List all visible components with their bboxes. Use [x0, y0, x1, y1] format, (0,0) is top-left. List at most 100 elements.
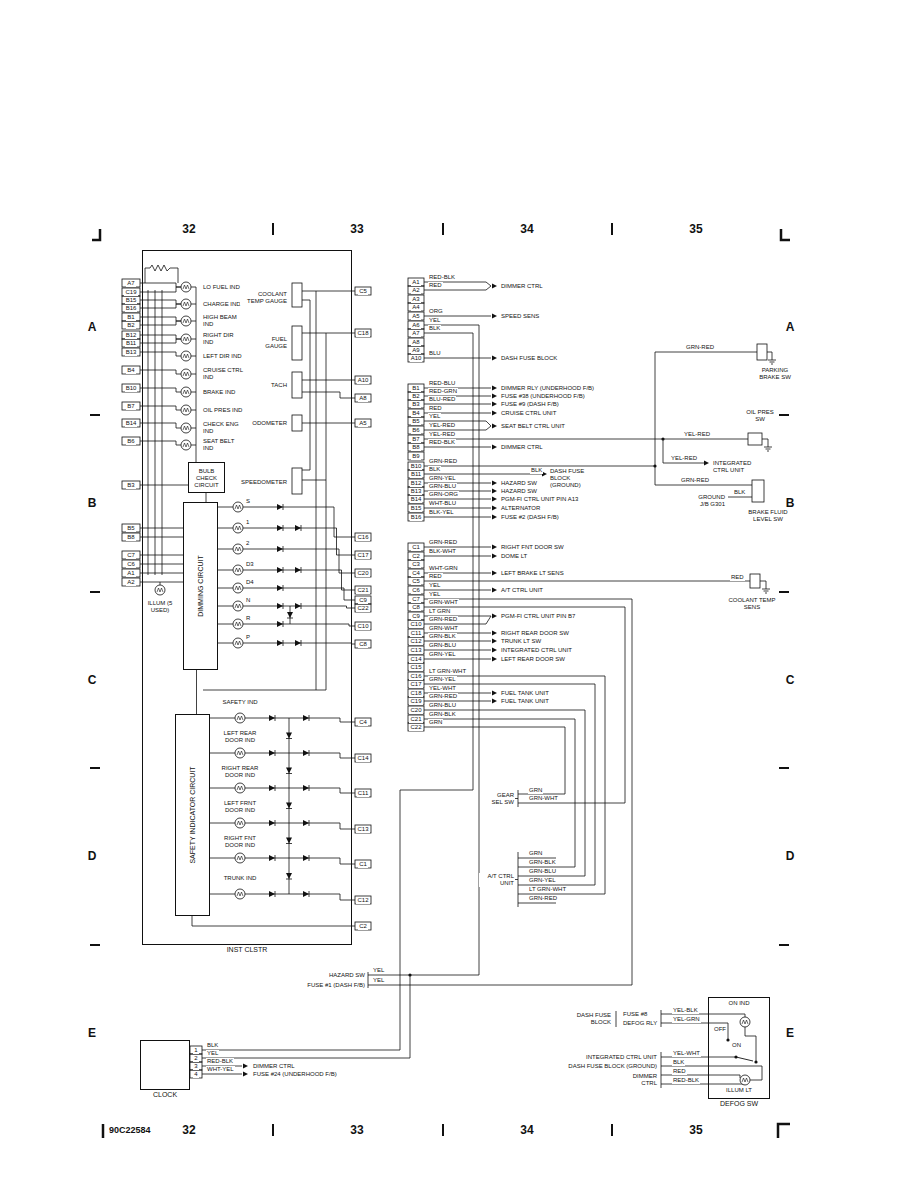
- pin-label: C16: [409, 673, 422, 680]
- gauge-label: FUEL GAUGE: [256, 336, 288, 350]
- frame-tick: [779, 944, 789, 946]
- wire-color-label: RED: [428, 282, 443, 289]
- wire-color-label: WHT-GRN: [428, 565, 459, 572]
- diode-bar: [301, 567, 302, 573]
- bulb-filament: [235, 505, 241, 509]
- bulb-symbol: [740, 1017, 750, 1027]
- pin-label: B5: [126, 525, 135, 532]
- bulb-filament: [235, 641, 241, 645]
- bulb-filament: [235, 604, 241, 608]
- bulb-filament: [183, 426, 189, 430]
- destination-label: SPEED SENS: [500, 313, 540, 320]
- diode-bar: [301, 640, 302, 646]
- pin-box: [408, 560, 424, 568]
- arrow-head: [492, 424, 497, 429]
- pin-box: [408, 338, 424, 346]
- destination-label: DASH FUSE BLOCK: [500, 355, 558, 362]
- destination-label: CRUISE CTRL UNIT: [500, 410, 557, 417]
- wire: [140, 423, 181, 428]
- frame-mark: [92, 229, 100, 240]
- pin-box: [355, 394, 371, 402]
- grid-reference: B: [785, 497, 796, 510]
- wire: [708, 1023, 728, 1040]
- wire-color-label: GRN-BLU: [428, 642, 457, 649]
- diode-symbol: [277, 546, 283, 552]
- arrow-head: [492, 481, 497, 486]
- bulb-filament: [183, 443, 189, 447]
- gear-position-label: N: [245, 597, 251, 604]
- destination-label: ALTERNATOR: [500, 505, 541, 512]
- wire: [243, 528, 355, 555]
- pin-label: B1: [411, 385, 420, 392]
- diode-symbol: [277, 603, 283, 609]
- diode-bar: [283, 621, 284, 627]
- pin-box: [408, 569, 424, 577]
- pin-box: [122, 366, 140, 374]
- wire: [243, 549, 355, 573]
- wire: [424, 659, 491, 660]
- diode-symbol: [269, 855, 275, 861]
- wire-color-label: GRN-BLU: [528, 868, 557, 875]
- gear-position-label: D3: [245, 561, 255, 568]
- gear-position-label: 2: [245, 540, 250, 547]
- wire: [191, 410, 196, 411]
- wire: [302, 480, 326, 481]
- destination-label: DIMMER RLY (UNDERHOOD F/B): [500, 385, 595, 392]
- wire: [245, 753, 355, 758]
- pin-label: C10: [356, 623, 369, 630]
- wire: [140, 300, 181, 304]
- diode-bar: [275, 785, 276, 791]
- pin-box: [190, 1054, 202, 1062]
- pin-box: [408, 697, 424, 705]
- pin-label: C4: [358, 719, 368, 726]
- wire-color-label: GRN-BLU: [428, 702, 457, 709]
- bus-line: [302, 300, 310, 470]
- wire-color-label: YEL-RED: [428, 431, 456, 438]
- pin-label: 4: [193, 1071, 198, 1078]
- switch-symbol: [748, 433, 762, 445]
- pin-box: [408, 470, 424, 478]
- destination-label: DIMMER CTRL: [616, 1073, 658, 1087]
- frame-tick: [779, 414, 789, 416]
- frame-mark: [102, 1124, 105, 1138]
- frame-tick: [90, 591, 100, 593]
- wire-color-label: YEL: [428, 317, 441, 324]
- arrow-head: [492, 571, 497, 576]
- wire: [192, 916, 355, 926]
- wire-color-label: RED-BLK: [428, 439, 456, 446]
- pin-label: C7: [126, 552, 136, 559]
- arrow-head: [492, 648, 497, 653]
- wire-color-label: RED-BLK: [672, 1077, 700, 1084]
- indicator-label: LEFT REAR DOOR IND: [215, 730, 265, 744]
- pin-box: [408, 543, 424, 551]
- arrow-head: [243, 1064, 248, 1069]
- frame-tick: [779, 591, 789, 593]
- wire: [140, 304, 181, 308]
- pin-label: C11: [410, 630, 423, 637]
- arrow-head: [492, 445, 497, 450]
- pin-label: C2: [358, 923, 368, 930]
- pin-box: [408, 286, 424, 294]
- pin-box: [408, 435, 424, 443]
- bulb-filament: [183, 337, 189, 341]
- wire: [661, 1023, 708, 1024]
- wire: [191, 428, 196, 429]
- wire: [206, 493, 207, 502]
- wire: [140, 283, 181, 287]
- wire: [661, 1057, 708, 1058]
- destination-label: COOLANT TEMP SENS: [727, 597, 777, 611]
- wire-color-label: YEL-WHT: [428, 685, 457, 692]
- pin-label: C22: [356, 605, 369, 612]
- pin-label: B11: [410, 471, 422, 478]
- wire-color-label: LT GRN-WHT: [428, 668, 467, 675]
- bulb-symbol: [235, 748, 245, 758]
- switch-symbol: [757, 344, 767, 360]
- gear-position-label: S: [245, 498, 251, 505]
- bulb-check-box: BULB CHECK CIRCUIT: [188, 462, 225, 493]
- diode-symbol: [277, 585, 283, 591]
- wire: [140, 317, 181, 321]
- bulb-filament: [237, 751, 243, 755]
- pin-box: [190, 1070, 202, 1078]
- destination-label: FUSE #24 (UNDERHOOD F/B): [252, 1071, 338, 1078]
- wire-color-label: WHT-BLU: [428, 500, 457, 507]
